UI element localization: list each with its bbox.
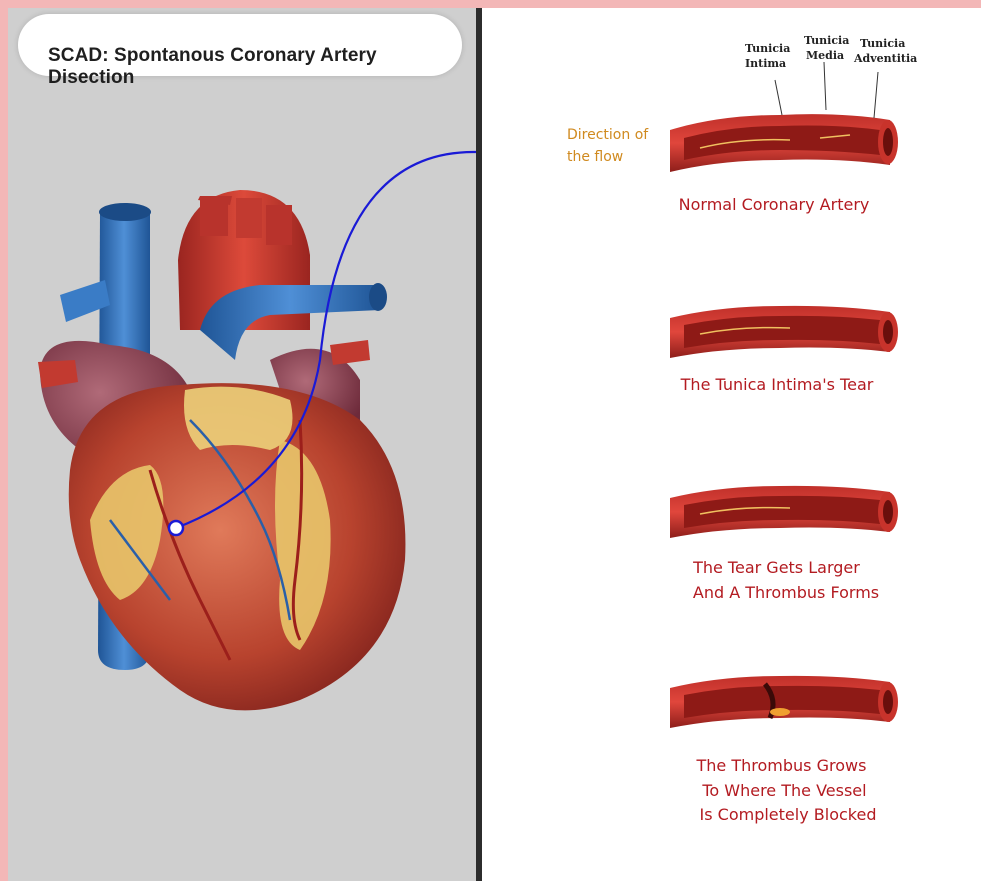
vessel-blocked [670, 676, 898, 728]
leader-adventitia [874, 72, 878, 118]
caption-stage-3: The Tear Gets Larger And A Thrombus Form… [692, 558, 879, 602]
vena-cava-opening [99, 203, 151, 221]
label-intima: Tunicia Intima [745, 42, 794, 70]
aorta-branch-2 [200, 196, 228, 236]
pointer-marker [169, 521, 183, 535]
label-flow-direction: Direction of the flow [567, 127, 653, 165]
caption-stage-2: The Tunica Intima's Tear [680, 375, 874, 394]
label-adventitia: Tunicia Adventitia [853, 37, 917, 65]
aorta-branch-3 [236, 198, 262, 238]
pulmonary-opening [369, 283, 387, 311]
vessel-tear-thrombus [670, 486, 898, 538]
side-vessel-right [330, 340, 370, 365]
label-media: Tunicia Media [804, 34, 853, 62]
aorta-branch-4 [266, 205, 292, 245]
fat-deposit-2 [184, 387, 293, 450]
leader-media [824, 62, 826, 110]
heart-illustration [38, 190, 405, 710]
caption-stage-1: Normal Coronary Artery [679, 195, 870, 214]
vessel-intima-tear [670, 306, 898, 358]
leader-intima [775, 80, 782, 115]
caption-stage-4: The Thrombus Grows To Where The Vessel I… [695, 756, 876, 824]
vessel-normal [670, 114, 898, 172]
